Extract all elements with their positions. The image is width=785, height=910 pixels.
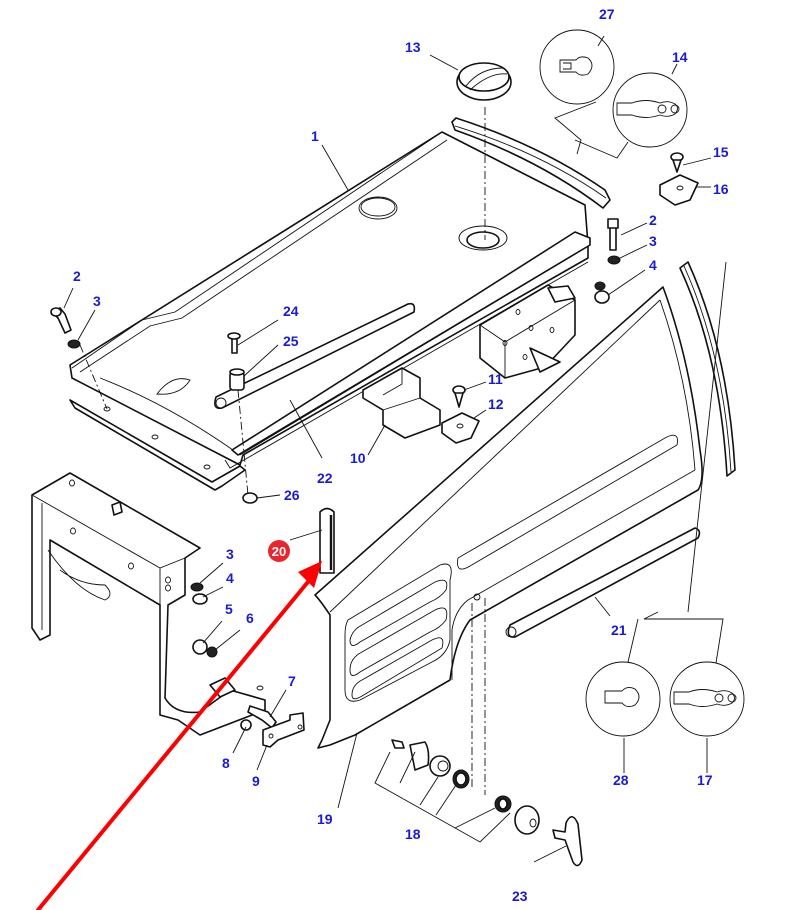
roof-panel [69, 131, 589, 469]
highlight-arrow[interactable] [36, 561, 322, 910]
callout-28[interactable]: 28 [613, 772, 629, 788]
washer-3-right [607, 255, 621, 265]
bolt-2-left [50, 307, 72, 334]
callout-25[interactable]: 25 [283, 333, 299, 349]
inset-17 [669, 661, 745, 737]
callout-6[interactable]: 6 [246, 610, 254, 626]
bracket-28-17 [643, 611, 724, 664]
callout-14[interactable]: 14 [672, 49, 688, 65]
handle-23 [552, 815, 583, 867]
callout-12[interactable]: 12 [488, 396, 504, 412]
callout-20-highlight[interactable]: 20 [268, 540, 290, 562]
roof-slot [156, 378, 191, 395]
washer-3-left [67, 339, 81, 349]
callout-16[interactable]: 16 [713, 181, 729, 197]
seal-20 [319, 507, 335, 574]
filler-cap-13 [456, 62, 512, 101]
bolt-2-right [607, 218, 619, 251]
washer-6 [206, 646, 218, 658]
callout-3-left[interactable]: 3 [93, 293, 101, 309]
clip-15 [670, 152, 684, 173]
callout-21[interactable]: 21 [611, 622, 627, 638]
callout-20[interactable]: 20 [272, 544, 286, 559]
callout-26[interactable]: 26 [284, 487, 300, 503]
callout-labels: 1 2 3 2 3 4 3 4 5 6 7 8 9 10 11 12 13 14… [73, 6, 729, 904]
washer-3-lower [190, 582, 204, 592]
retainer-16 [659, 174, 699, 206]
callout-2-left[interactable]: 2 [73, 268, 81, 284]
callout-7[interactable]: 7 [288, 673, 296, 689]
roof-front-seal [451, 117, 611, 209]
seal-22 [214, 302, 416, 410]
callout-1[interactable]: 1 [311, 128, 319, 144]
nut-5 [192, 639, 208, 655]
inset-27 [539, 29, 615, 105]
callout-17[interactable]: 17 [697, 772, 713, 788]
callout-9[interactable]: 9 [252, 773, 260, 789]
inset-28 [585, 661, 661, 737]
callout-18[interactable]: 18 [405, 826, 421, 842]
roof-lower-rail [69, 399, 246, 491]
callout-23[interactable]: 23 [512, 888, 528, 904]
callout-19[interactable]: 19 [317, 811, 333, 827]
bracket-10 [362, 367, 441, 439]
left-frame [31, 472, 266, 736]
callout-10[interactable]: 10 [350, 450, 366, 466]
callout-11[interactable]: 11 [488, 371, 503, 387]
callout-13[interactable]: 13 [405, 39, 421, 55]
callout-24[interactable]: 24 [283, 303, 299, 319]
callout-2-right[interactable]: 2 [649, 212, 657, 228]
screw-8 [240, 719, 252, 731]
bracket-9 [262, 712, 305, 748]
nut-26 [242, 492, 258, 504]
nut-4-right [594, 290, 610, 304]
callout-3-lower[interactable]: 3 [226, 546, 234, 562]
callout-8[interactable]: 8 [222, 755, 230, 771]
retainer-12 [441, 412, 480, 444]
stud-7 [247, 705, 277, 729]
latch-set-18 [374, 739, 540, 843]
roof-hole-left [358, 196, 398, 220]
mounting-bracket [479, 284, 576, 379]
clip-11 [452, 385, 466, 408]
rear-edge-seal [679, 261, 736, 477]
callout-22[interactable]: 22 [317, 470, 333, 486]
roof-right-rail [231, 231, 591, 456]
callout-27[interactable]: 27 [599, 6, 615, 22]
callout-5[interactable]: 5 [225, 601, 233, 617]
callout-4-right[interactable]: 4 [649, 257, 657, 273]
inset-14 [612, 72, 688, 148]
screw-24 [227, 332, 241, 354]
bracket-27-14-top [554, 101, 597, 155]
callout-15[interactable]: 15 [713, 144, 729, 160]
side-panel-19 [314, 286, 703, 749]
spacer-25 [229, 368, 245, 391]
callout-3-right[interactable]: 3 [649, 233, 657, 249]
nut-4-lower [192, 593, 208, 605]
highlight-badge [268, 540, 290, 562]
roof-hole-center [458, 225, 508, 251]
callout-4-lower[interactable]: 4 [226, 570, 234, 586]
leader-lines [63, 35, 712, 863]
